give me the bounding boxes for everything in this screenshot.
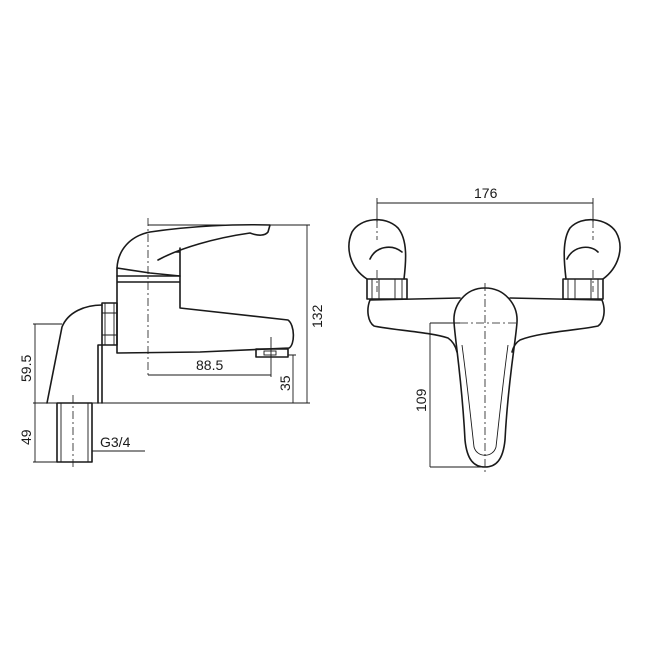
- tap-body: [116, 275, 295, 354]
- inlet-pipe-detail: [60, 403, 89, 462]
- right-elbow: [563, 219, 621, 280]
- aerator: [255, 348, 289, 358]
- dim-line-spout-height: [288, 354, 296, 403]
- right-elbow-detail: [566, 246, 599, 260]
- dim-body-height: 59.5: [18, 355, 34, 382]
- side-view: [33, 218, 310, 470]
- left-nut: [366, 278, 408, 300]
- front-view: [348, 198, 621, 472]
- dim-spout-reach: 88.5: [196, 357, 223, 373]
- mixer-body: [367, 297, 605, 353]
- dim-lever-length: 109: [413, 388, 429, 412]
- dim-centres: 176: [474, 185, 498, 201]
- left-elbow: [348, 219, 407, 280]
- lever: [116, 223, 271, 269]
- aerator-inner: [263, 350, 277, 356]
- deck-base: [46, 304, 103, 404]
- union-nut-detail: [102, 303, 117, 345]
- dim-height-total: 132: [309, 304, 325, 328]
- dim-spout-height: 35: [277, 375, 293, 391]
- thread-label: G3/4: [100, 434, 131, 450]
- dim-inlet-length: 49: [18, 429, 34, 445]
- right-nut-detail: [567, 279, 599, 299]
- right-nut: [562, 278, 604, 300]
- dim-line-height-total: [33, 224, 310, 404]
- union-nut: [101, 302, 118, 346]
- dim-line-spout-reach: [148, 337, 272, 377]
- dim-line-body-inlet: [33, 323, 62, 463]
- dim-line-centres: [376, 198, 594, 222]
- inlet-pipe: [56, 402, 93, 463]
- left-elbow-detail: [369, 246, 403, 260]
- left-nut-detail: [371, 279, 403, 299]
- dim-line-lever-length: [429, 322, 485, 468]
- cartridge-cap: [116, 247, 181, 277]
- lever-handle: [453, 287, 518, 468]
